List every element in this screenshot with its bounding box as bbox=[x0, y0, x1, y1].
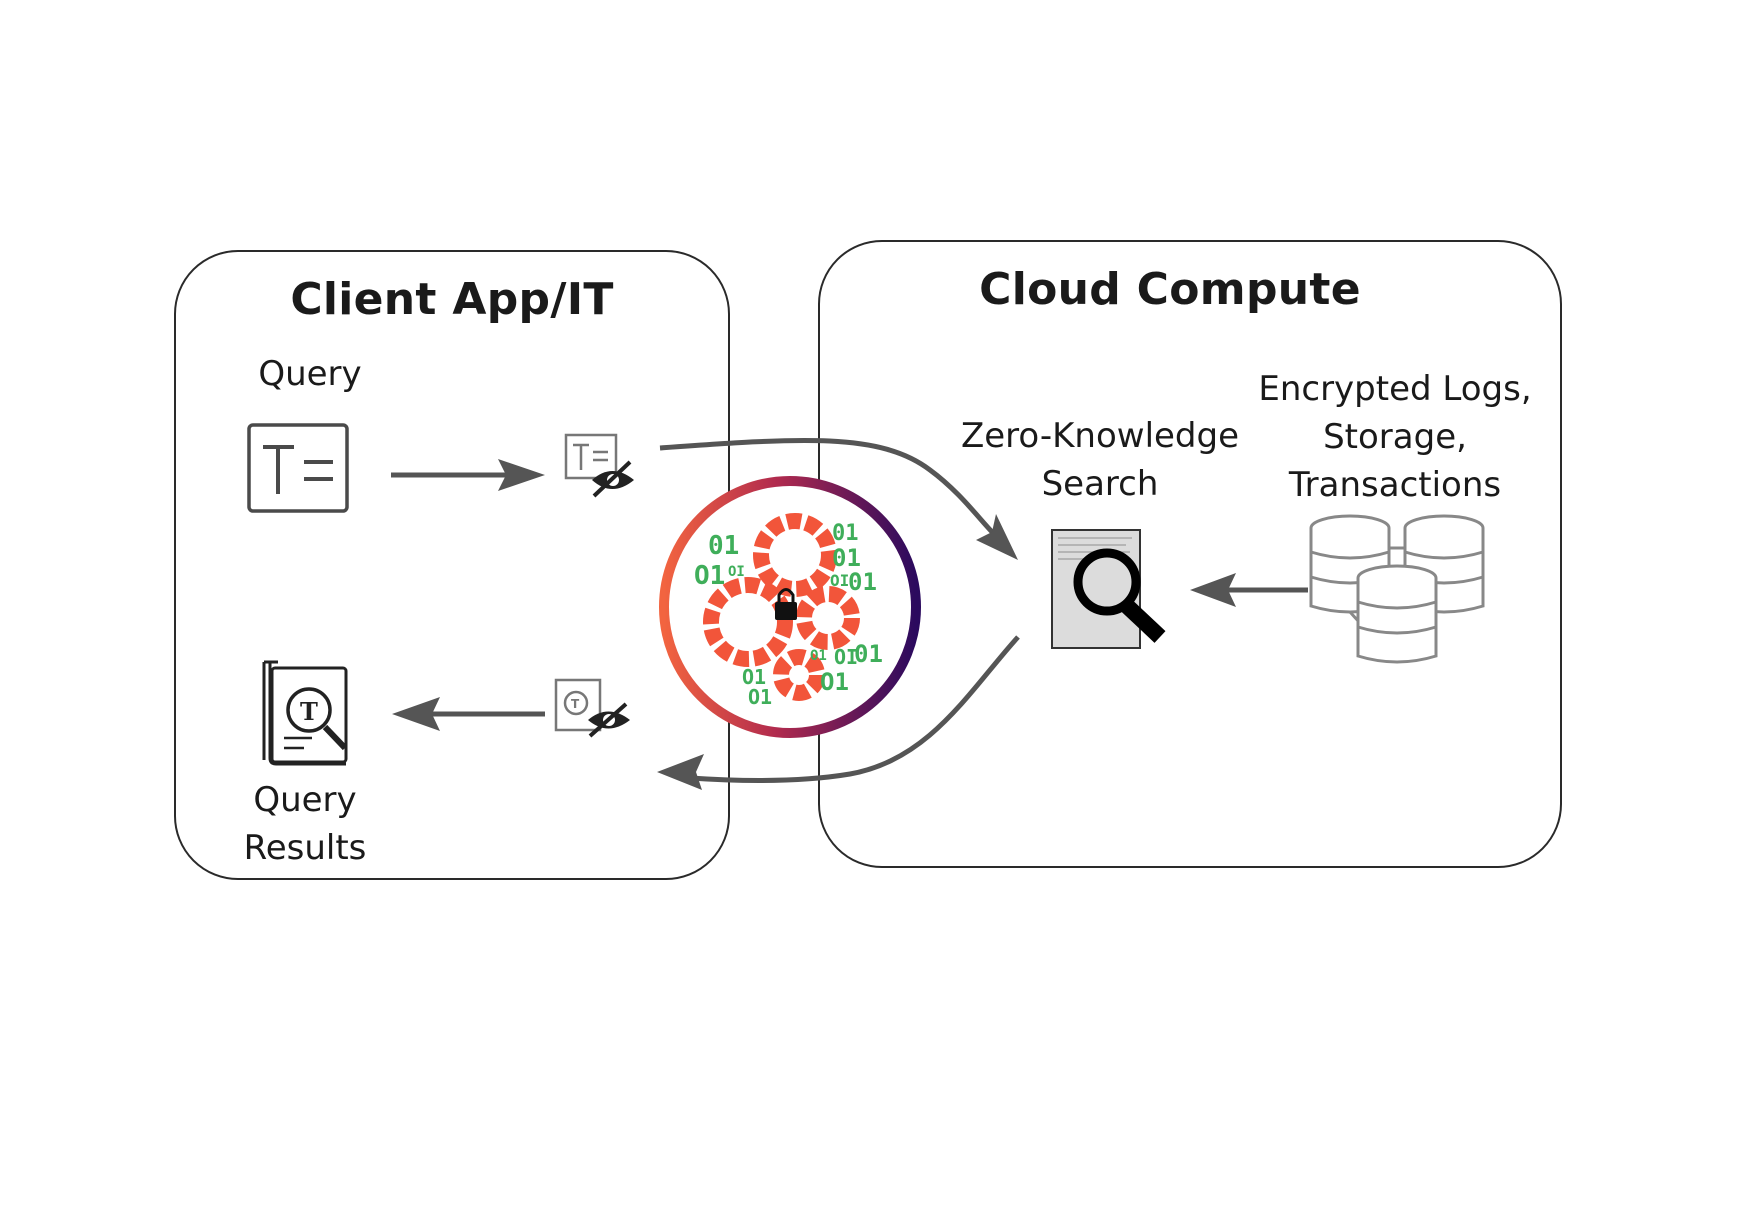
svg-text:O1: O1 bbox=[810, 648, 827, 664]
eye-slash-icon bbox=[592, 460, 634, 498]
query-results-label: Query Results bbox=[220, 776, 390, 872]
zk-line-1: Zero-Knowledge bbox=[960, 416, 1240, 456]
hidden-results-document-icon: T bbox=[554, 678, 630, 738]
query-results-line-1: Query bbox=[253, 780, 357, 820]
hidden-text-document-icon bbox=[564, 433, 634, 498]
svg-text:O1: O1 bbox=[820, 668, 849, 696]
zk-line-2: Search bbox=[1041, 464, 1159, 504]
zero-knowledge-search-label: Zero-Knowledge Search bbox=[950, 412, 1250, 508]
client-app-panel: Client App/IT bbox=[174, 250, 730, 880]
svg-text:OI: OI bbox=[834, 645, 858, 669]
svg-text:OI: OI bbox=[830, 571, 849, 590]
query-results-line-2: Results bbox=[243, 828, 367, 868]
arrow-to-encrypted-query bbox=[391, 459, 545, 491]
search-document-icon bbox=[1051, 529, 1166, 649]
svg-text:01: 01 bbox=[832, 521, 859, 546]
storage-line-3: Transactions bbox=[1288, 465, 1502, 505]
svg-text:O1: O1 bbox=[694, 561, 725, 591]
svg-text:O1: O1 bbox=[742, 665, 766, 689]
storage-line-2: Storage, bbox=[1323, 417, 1467, 457]
svg-text:01: 01 bbox=[832, 544, 861, 572]
storage-line-1: Encrypted Logs, bbox=[1258, 369, 1532, 409]
encrypted-storage-label: Encrypted Logs, Storage, Transactions bbox=[1250, 365, 1540, 509]
query-label: Query bbox=[230, 350, 390, 398]
svg-text:O1: O1 bbox=[748, 685, 772, 709]
lock-icon bbox=[775, 588, 797, 620]
svg-text:01: 01 bbox=[854, 640, 883, 668]
svg-text:T: T bbox=[300, 697, 318, 726]
eye-slash-icon bbox=[588, 702, 630, 738]
svg-text:OI: OI bbox=[728, 564, 745, 580]
arrow-from-storage bbox=[1190, 573, 1308, 607]
svg-text:01: 01 bbox=[848, 568, 877, 596]
query-label-text: Query bbox=[258, 354, 362, 394]
arrow-to-encrypted-results bbox=[657, 635, 1020, 790]
gear-encryption-icon: 01 O1 OI 01 01 OI 01 O1 OI 01 O1 O1 O1 bbox=[659, 476, 921, 738]
cloud-compute-title: Cloud Compute bbox=[979, 264, 1361, 315]
arrow-to-zero-knowledge-search bbox=[659, 437, 1018, 560]
svg-text:01: 01 bbox=[708, 531, 739, 561]
arrow-to-query-results bbox=[392, 697, 545, 731]
database-icon bbox=[1309, 514, 1485, 664]
text-document-icon bbox=[247, 423, 349, 513]
client-app-title: Client App/IT bbox=[290, 274, 614, 325]
svg-text:T: T bbox=[571, 697, 580, 711]
results-document-icon: T bbox=[262, 660, 348, 766]
